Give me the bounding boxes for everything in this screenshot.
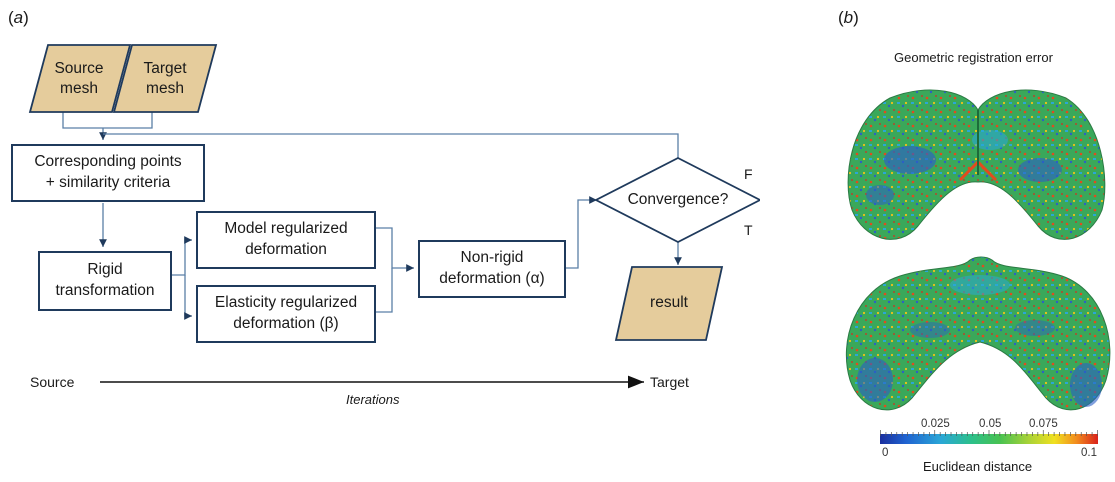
- colorbar-max-label: 0.1: [1081, 447, 1097, 459]
- label-paren: (: [8, 8, 14, 27]
- label-paren: ): [23, 8, 29, 27]
- source-mesh-label: Source mesh: [54, 59, 104, 97]
- convergence-diamond: [594, 156, 760, 244]
- surface-top: [847, 89, 1106, 240]
- panel-a-label: (a): [8, 8, 29, 28]
- axis-target-label: Target: [650, 374, 689, 390]
- result-label: result: [650, 293, 688, 311]
- source-mesh-shape: [28, 44, 132, 113]
- target-mesh-shape: [112, 44, 218, 113]
- connector-feedback: [103, 133, 679, 158]
- colorbar-min-label: 0: [882, 447, 889, 459]
- elasticity-regularized-box: Elasticity regularized deformation (β): [196, 285, 376, 343]
- label-paren: (: [838, 8, 844, 27]
- registration-error-title: Geometric registration error: [894, 50, 1053, 65]
- axis-source-label: Source: [30, 374, 75, 390]
- result-shape: [614, 266, 724, 341]
- target-mesh-label: Target mesh: [143, 59, 187, 97]
- colorbar-tick-label-005: 0.05: [979, 418, 1002, 430]
- connector-source: [62, 112, 103, 129]
- rigid-transformation-box: Rigid transformation: [38, 251, 172, 311]
- colorbar-axis-label: Euclidean distance: [923, 459, 1033, 474]
- branch-true-label: T: [744, 222, 753, 238]
- surface-bottom: [845, 256, 1111, 411]
- brain-surface-renderings: [845, 89, 1111, 411]
- connector-to-model: [172, 236, 192, 276]
- connector-target: [103, 112, 153, 129]
- axis-iterations-caption: Iterations: [346, 392, 400, 407]
- connector-to-elastic: [184, 275, 192, 320]
- label-paren: ): [853, 8, 859, 27]
- corresponding-points-box: Corresponding points + similarity criter…: [11, 144, 205, 202]
- connector-model-to-nonrigid: [376, 227, 414, 272]
- connector-elastic-to-nonrigid: [376, 268, 393, 313]
- branch-false-label: F: [744, 166, 753, 182]
- colorbar-tick-label-0025: 0.025: [921, 418, 950, 430]
- label-letter: a: [13, 8, 24, 27]
- nonrigid-deformation-box: Non-rigid deformation (α): [418, 240, 566, 298]
- flowchart-connectors: [28, 44, 760, 389]
- colorbar-tick-label-0075: 0.075: [1029, 418, 1058, 430]
- colorbar-ticks: [880, 430, 1098, 436]
- colorbar: [880, 434, 1098, 444]
- connector-to-convergence: [566, 196, 597, 269]
- model-regularized-box: Model regularized deformation: [196, 211, 376, 269]
- panel-b-label: (b): [838, 8, 859, 28]
- convergence-label: Convergence?: [627, 190, 729, 208]
- label-letter: b: [843, 8, 854, 27]
